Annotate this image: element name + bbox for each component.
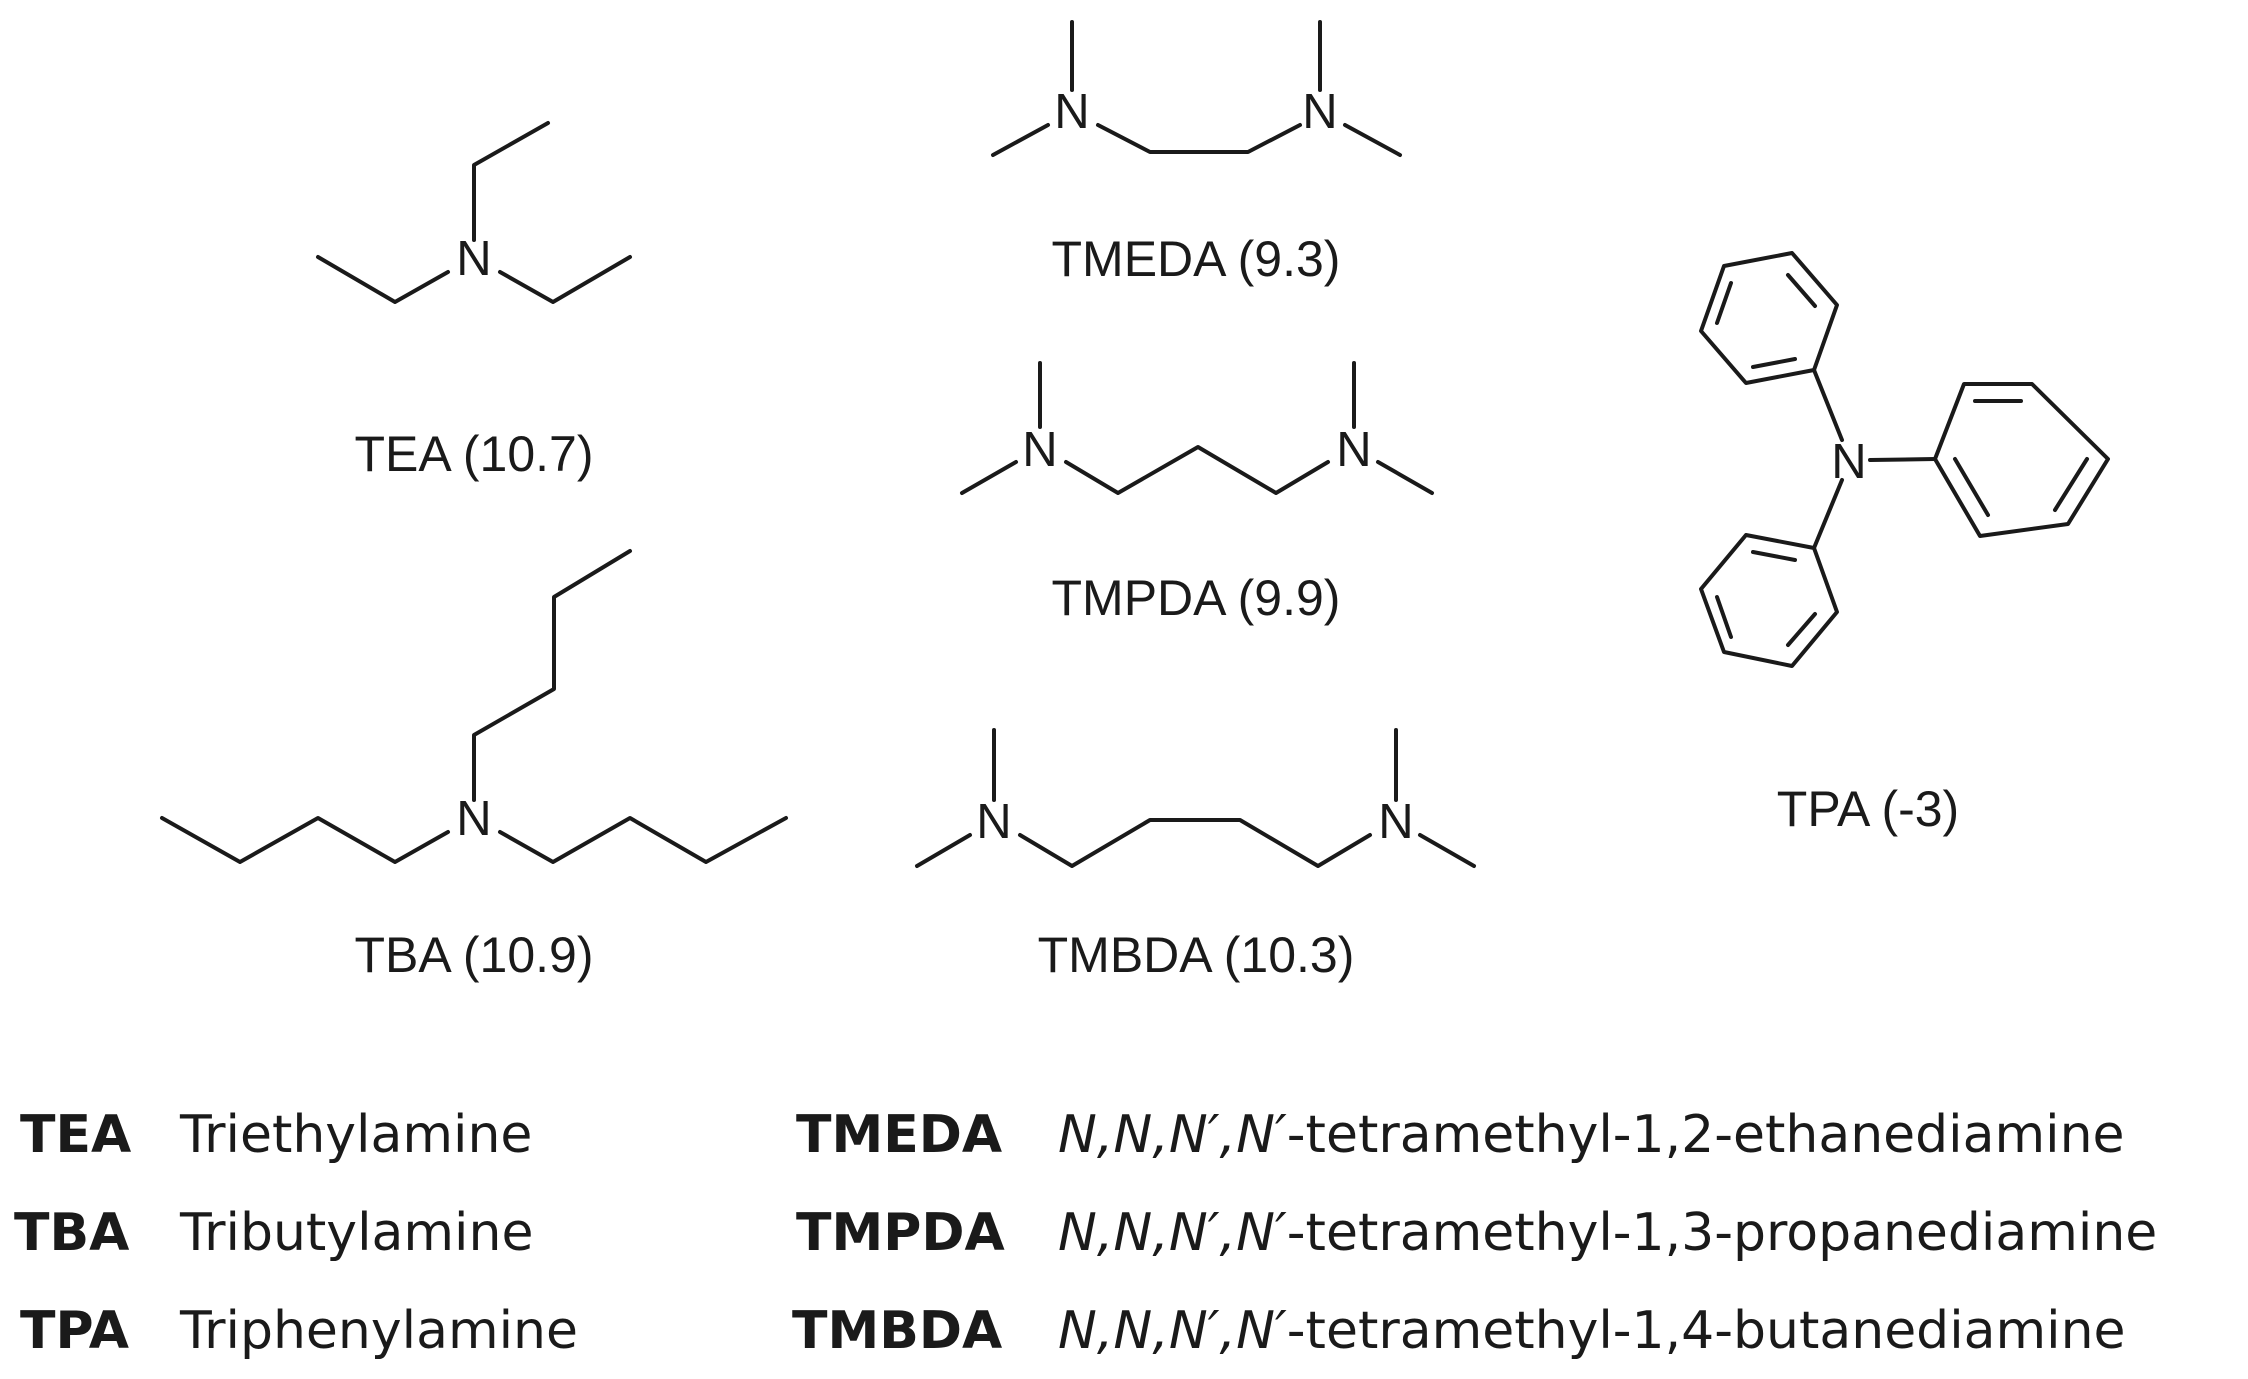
tpa-caption: TPA (-3) (1777, 781, 1959, 837)
legend-abbr: TMEDA (796, 1105, 1003, 1165)
tmeda-structure: N N (991, 20, 1402, 157)
tmeda-nitrogen-2: N (1302, 85, 1337, 139)
legend-abbr: TMPDA (796, 1203, 1005, 1263)
tea-structure: N (316, 121, 632, 304)
legend-name: Triethylamine (180, 1105, 533, 1165)
tpa-structure: N (1699, 251, 2110, 668)
tba-caption: TBA (10.9) (355, 927, 594, 983)
legend-abbr: TMBDA (792, 1301, 1003, 1361)
abbreviation-legend: TEA Triethylamine TBA Tributylamine TPA … (0, 1105, 2248, 1379)
legend-name: N,N,N′,N′-tetramethyl-1,2-ethanediamine (1058, 1105, 2125, 1165)
tmbda-nitrogen-2: N (1378, 795, 1413, 849)
tmbda-caption: TMBDA (10.3) (1038, 927, 1355, 983)
legend-name: N,N,N′,N′-tetramethyl-1,4-butanediamine (1058, 1301, 2126, 1361)
legend-name: Tributylamine (180, 1203, 534, 1263)
tmeda-nitrogen-1: N (1054, 85, 1089, 139)
legend-name: N,N,N′,N′-tetramethyl-1,3-propanediamine (1058, 1203, 2157, 1263)
legend-name-suffix: -tetramethyl-1,2-ethanediamine (1286, 1105, 2125, 1165)
legend-name: Triphenylamine (180, 1301, 578, 1361)
tmpda-nitrogen-1: N (1022, 423, 1057, 477)
legend-abbr: TBA (14, 1203, 130, 1263)
tba-nitrogen: N (456, 792, 491, 846)
tmpda-caption: TMPDA (9.9) (1052, 570, 1341, 626)
tba-structure: N (160, 549, 788, 864)
legend-name-prefix: N,N,N′,N′ (1058, 1203, 1287, 1263)
tmbda-nitrogen-1: N (976, 795, 1011, 849)
tmeda-caption: TMEDA (9.3) (1052, 231, 1341, 287)
legend-name-suffix: -tetramethyl-1,4-butanediamine (1286, 1301, 2126, 1361)
legend-name-prefix: N,N,N′,N′ (1058, 1105, 1287, 1165)
legend-abbr: TEA (20, 1105, 132, 1165)
tea-nitrogen: N (456, 232, 491, 286)
tea-caption: TEA (10.7) (355, 426, 594, 482)
tpa-nitrogen: N (1831, 435, 1866, 489)
tmbda-structure: N N (915, 728, 1476, 868)
legend-abbr: TPA (20, 1301, 130, 1361)
tmpda-nitrogen-2: N (1336, 423, 1371, 477)
tmpda-structure: N N (960, 361, 1434, 495)
legend-name-suffix: -tetramethyl-1,3-propanediamine (1286, 1203, 2158, 1263)
legend-name-prefix: N,N,N′,N′ (1058, 1301, 1287, 1361)
